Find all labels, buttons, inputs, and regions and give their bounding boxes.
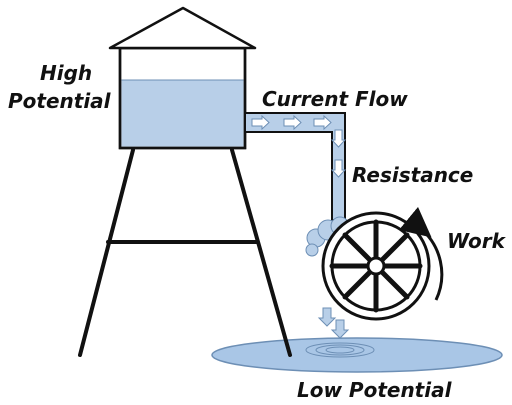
label-work: Work xyxy=(447,229,507,253)
label-potential: Potential xyxy=(8,89,112,113)
flow-arrow-icons xyxy=(251,114,347,178)
tower-legs xyxy=(78,148,292,357)
tower-roof xyxy=(108,6,257,50)
rotation-arrow-icon xyxy=(398,206,444,301)
label-resistance: Resistance xyxy=(352,163,473,187)
label-low-potential: Low Potential xyxy=(297,378,453,402)
drain-arrow-icons xyxy=(317,307,350,339)
water-wheel xyxy=(321,211,431,321)
label-high: High xyxy=(40,61,92,85)
pool-ripples xyxy=(305,342,375,358)
label-current-flow: Current Flow xyxy=(262,87,408,111)
pool xyxy=(211,337,503,373)
tank-water xyxy=(121,80,244,147)
pipe xyxy=(244,112,346,221)
